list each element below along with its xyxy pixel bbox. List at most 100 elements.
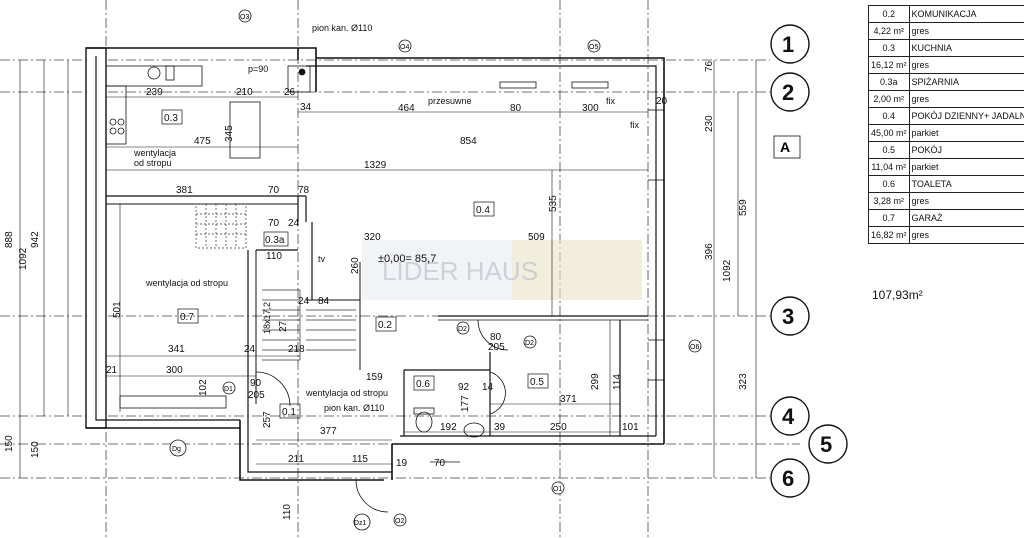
dim-230: 230	[704, 115, 715, 132]
dim-559: 559	[738, 199, 749, 216]
dim-320: 320	[364, 232, 381, 243]
label-d2b: D2	[525, 340, 534, 347]
room-0-4: 0.4	[476, 205, 490, 216]
label-o2: O2	[395, 518, 404, 525]
legend-area: 11,04 m²	[868, 158, 910, 176]
dim-250: 250	[550, 422, 567, 433]
dim-78: 78	[298, 185, 310, 196]
room-0-6: 0.6	[416, 379, 430, 390]
axis-markers	[770, 24, 848, 498]
dim-114: 114	[612, 374, 623, 390]
axis-number-2: 2	[782, 80, 794, 105]
dim-205: 205	[248, 390, 265, 401]
room-0-2: 0.2	[378, 320, 392, 331]
note-przesuwne: przesuwne	[428, 96, 472, 106]
axis-number-3: 3	[782, 304, 794, 329]
legend-room-name: TOALETA	[908, 175, 1024, 193]
label-o6: O6	[690, 344, 699, 351]
legend-finish: gres	[908, 22, 1024, 40]
axis-number-1: 1	[782, 32, 794, 57]
legend-area: 4,22 m²	[868, 22, 910, 40]
legend-area: 3,28 m²	[868, 192, 910, 210]
dim-150a: 150	[4, 435, 15, 452]
dim-110b: 110	[282, 504, 293, 520]
dim-70c: 70	[434, 458, 446, 469]
dim-377: 377	[320, 426, 337, 437]
axis-number-5: 5	[820, 432, 832, 457]
dim-345: 345	[224, 125, 235, 142]
note-pion-mid: pion kan. Ø110	[324, 403, 384, 413]
note-went1: wentylacja	[133, 148, 176, 158]
label-o4: O4	[400, 44, 409, 51]
dim-381: 381	[176, 185, 193, 196]
section-mark: A	[780, 139, 790, 155]
legend-room-name: KOMUNIKACJA	[908, 5, 1024, 23]
note-tv: tv	[318, 254, 326, 264]
note-p: p=90	[248, 64, 268, 74]
room-0-3a: 0.3a	[265, 235, 285, 246]
dim-1092l: 1092	[18, 247, 29, 270]
dim-26: 26	[284, 87, 296, 98]
legend-finish: parkiet	[908, 124, 1024, 142]
legend-code: 0.5	[868, 141, 910, 159]
dim-239: 239	[146, 87, 163, 98]
dim-24: 24	[288, 218, 300, 229]
dim-218: 218	[288, 344, 305, 355]
dim-115: 115	[352, 454, 368, 465]
dim-110: 110	[266, 251, 282, 262]
legend-finish: parkiet	[908, 158, 1024, 176]
room-0-5: 0.5	[530, 377, 544, 388]
legend-room-name: SPIŻARNIA	[908, 73, 1024, 91]
label-dg: Dg	[172, 446, 181, 453]
legend-area: 2,00 m²	[868, 90, 910, 108]
small-circles	[169, 9, 702, 531]
label-o1: O1	[553, 486, 562, 493]
dim-257: 257	[262, 411, 273, 428]
section-mark-box	[773, 135, 801, 159]
legend-code: 0.2	[868, 5, 910, 23]
dim-211: 211	[288, 454, 304, 465]
room-0-1: 0.1	[282, 407, 296, 418]
dim-24c: 24	[244, 344, 256, 355]
dim-70b: 70	[268, 218, 280, 229]
watermark-box-gold	[512, 240, 642, 300]
legend-code: 0.3	[868, 39, 910, 57]
label-d2a: D2	[458, 326, 467, 333]
legend-code: 0.7	[868, 209, 910, 227]
legend-area: 16,82 m²	[868, 226, 910, 244]
note-stairs: 18x17,2	[262, 302, 272, 334]
dim-34: 34	[300, 102, 312, 113]
note-pion-top: pion kan. Ø110	[312, 23, 372, 33]
dim-27: 27	[278, 320, 289, 332]
room-0-3: 0.3	[164, 113, 178, 124]
dim-102: 102	[198, 379, 209, 396]
note-went3: wentylacja od stropu	[305, 388, 388, 398]
label-o3: O3	[240, 14, 249, 21]
note-went2: wentylacja od stropu	[145, 278, 228, 288]
legend-finish: gres	[908, 192, 1024, 210]
total-area: 107,93m²	[872, 288, 923, 302]
dim-1329: 1329	[364, 160, 387, 171]
axis-number-4: 4	[782, 404, 795, 429]
legend-finish: gres	[908, 226, 1024, 244]
dim-509: 509	[528, 232, 545, 243]
dim-84: 84	[318, 296, 330, 307]
dim-1092r: 1092	[722, 259, 733, 282]
dim-192: 192	[440, 422, 457, 433]
dim-24b: 24	[298, 296, 310, 307]
note-fix2: fix	[630, 120, 640, 130]
note-went1b: od stropu	[134, 158, 172, 168]
dim-299: 299	[590, 373, 601, 390]
dim-159: 159	[366, 372, 383, 383]
axis-number-6: 6	[782, 466, 794, 491]
dim-854: 854	[460, 136, 477, 147]
dim-20: 20	[656, 96, 668, 107]
